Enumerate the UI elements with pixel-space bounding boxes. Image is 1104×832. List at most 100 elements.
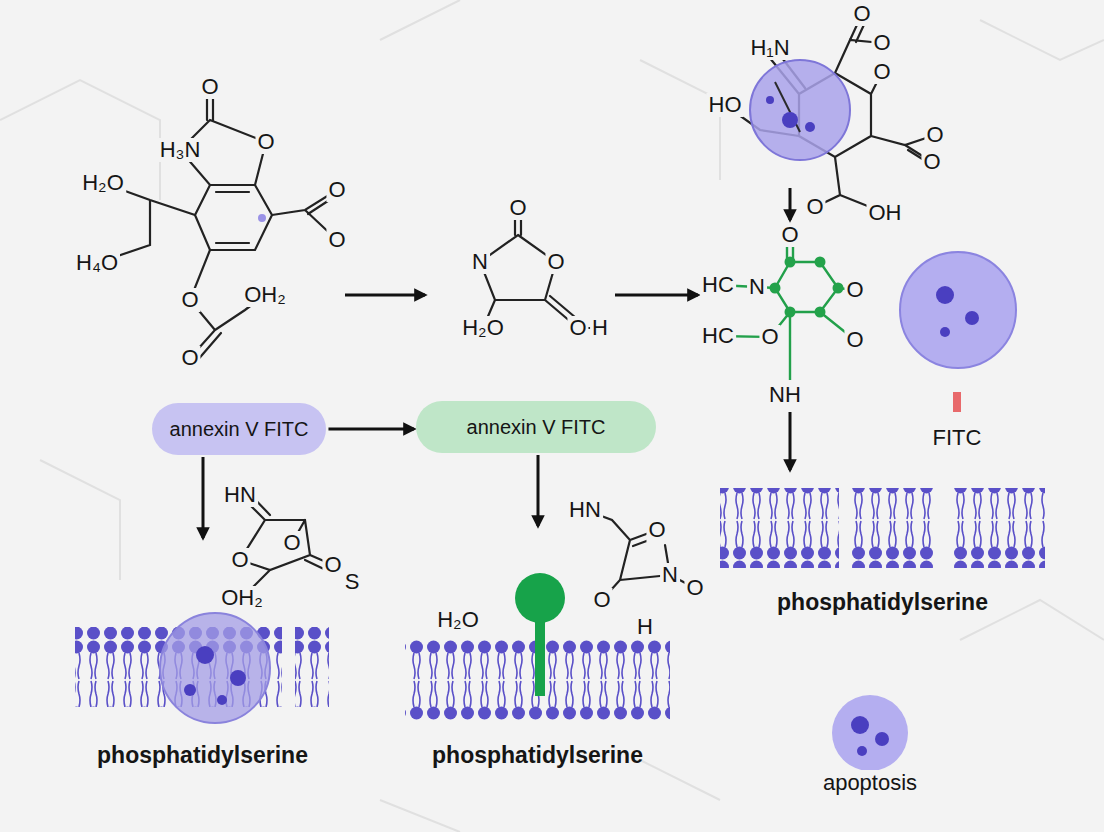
cell bbox=[900, 252, 1016, 368]
cell-label: apoptosis bbox=[823, 770, 917, 796]
pill-label: annexin V FITC bbox=[170, 416, 309, 442]
atom-label: N bbox=[660, 563, 680, 587]
atom-label: O bbox=[646, 518, 667, 542]
antibody bbox=[515, 573, 565, 696]
atom-label: O bbox=[229, 548, 250, 572]
bound-cell bbox=[217, 695, 227, 705]
atom-label: H₂O bbox=[460, 316, 506, 340]
molecule-bead bbox=[258, 60, 850, 222]
molecule-bead bbox=[258, 214, 266, 222]
reaction-arrow bbox=[789, 412, 792, 470]
atom-label: O bbox=[281, 531, 302, 555]
atom-label: HO bbox=[707, 93, 744, 117]
atom-label: HC bbox=[700, 273, 736, 297]
atom-label: NH bbox=[767, 383, 803, 407]
atom-label: O bbox=[871, 60, 892, 84]
bound-cell bbox=[196, 646, 214, 664]
cell-circle: apoptosis bbox=[815, 692, 925, 796]
bound-cell bbox=[230, 670, 246, 686]
molecule-structure bbox=[195, 185, 272, 250]
atom-label: O bbox=[684, 576, 705, 600]
molecule-bead bbox=[782, 112, 798, 128]
atom-label: O bbox=[322, 553, 343, 577]
cell-organelle bbox=[851, 716, 869, 734]
antibody bbox=[515, 573, 565, 623]
cell bbox=[900, 252, 1016, 412]
atom-label: OH₂ bbox=[219, 586, 265, 610]
molecule-structure bbox=[480, 208, 600, 328]
atom-label: HN bbox=[222, 483, 258, 507]
bound-cell bbox=[184, 684, 196, 696]
atom-label: O bbox=[179, 288, 200, 312]
atom-label: O bbox=[851, 2, 872, 26]
connector-arrow bbox=[537, 455, 540, 526]
pill-label: annexin V FITC bbox=[467, 414, 606, 440]
membrane-bilayer bbox=[295, 627, 329, 707]
atom-label: O bbox=[759, 325, 780, 349]
atom-label: O bbox=[507, 196, 528, 220]
green-molecule bbox=[770, 283, 781, 294]
molecule-structure bbox=[725, 14, 935, 213]
membrane-band: phosphatidylserine bbox=[715, 488, 1050, 615]
cell bbox=[936, 286, 954, 304]
connector-arrow bbox=[202, 457, 205, 538]
green-molecule bbox=[833, 283, 844, 294]
label-pill: annexin V FITC bbox=[152, 403, 327, 455]
membrane-label: phosphatidylserine bbox=[432, 742, 643, 768]
reaction-arrow bbox=[345, 294, 425, 297]
atom-label: O bbox=[255, 130, 276, 154]
label-pill: annexin V FITC bbox=[416, 401, 656, 453]
atom-label: O bbox=[921, 150, 942, 174]
molecule-bead bbox=[766, 96, 774, 104]
cell bbox=[940, 327, 950, 337]
atom-label: H₂O bbox=[80, 171, 126, 195]
tag-label: FITC bbox=[931, 426, 984, 450]
atom-label: HN bbox=[567, 498, 603, 522]
membrane-band: phosphatidylserine bbox=[400, 528, 675, 768]
reaction-arrow bbox=[615, 294, 698, 297]
green-molecule bbox=[718, 235, 855, 380]
atom-label: H₁N bbox=[748, 36, 791, 60]
atom-label: H₂O bbox=[435, 608, 481, 632]
membrane-bilayer bbox=[950, 488, 1045, 568]
atom-label: O bbox=[779, 223, 800, 247]
atom-label: OH₂ bbox=[242, 283, 288, 307]
atom-label: O bbox=[844, 328, 865, 352]
molecule-structure bbox=[585, 510, 695, 600]
atom-label: O bbox=[179, 346, 200, 370]
atom-label: H₃N bbox=[158, 138, 203, 162]
atom-label: N bbox=[470, 250, 490, 274]
atom-label: H bbox=[590, 316, 610, 340]
green-molecule bbox=[785, 307, 796, 318]
cell-outline bbox=[815, 692, 925, 770]
atom-label: O bbox=[326, 178, 347, 202]
reaction-arrow bbox=[789, 188, 792, 220]
atom-label: HC bbox=[700, 324, 736, 348]
atom-label: O bbox=[804, 195, 825, 219]
membrane-bilayer bbox=[720, 488, 839, 568]
molecule-structure bbox=[97, 14, 935, 600]
atom-label: OH bbox=[867, 201, 904, 225]
cell bbox=[953, 392, 961, 412]
connector-arrow bbox=[328, 428, 414, 431]
molecule-bead bbox=[750, 60, 850, 160]
atom-label: O bbox=[844, 278, 865, 302]
bound-cell bbox=[160, 613, 270, 723]
molecule-bead bbox=[805, 122, 815, 132]
cell-body bbox=[832, 695, 908, 770]
atom-label: H bbox=[635, 615, 655, 639]
atom-label: O bbox=[871, 31, 892, 55]
membrane-label: phosphatidylserine bbox=[97, 742, 308, 768]
green-molecule bbox=[770, 257, 844, 318]
membrane-bilayer bbox=[850, 488, 935, 568]
atom-label: O bbox=[924, 123, 945, 147]
membrane-band: phosphatidylserine bbox=[70, 540, 335, 768]
atom-label: O bbox=[567, 316, 588, 340]
bound-cell bbox=[160, 613, 270, 723]
cell bbox=[965, 311, 979, 325]
membrane-label: phosphatidylserine bbox=[777, 589, 988, 615]
molecule-bead bbox=[775, 82, 800, 132]
